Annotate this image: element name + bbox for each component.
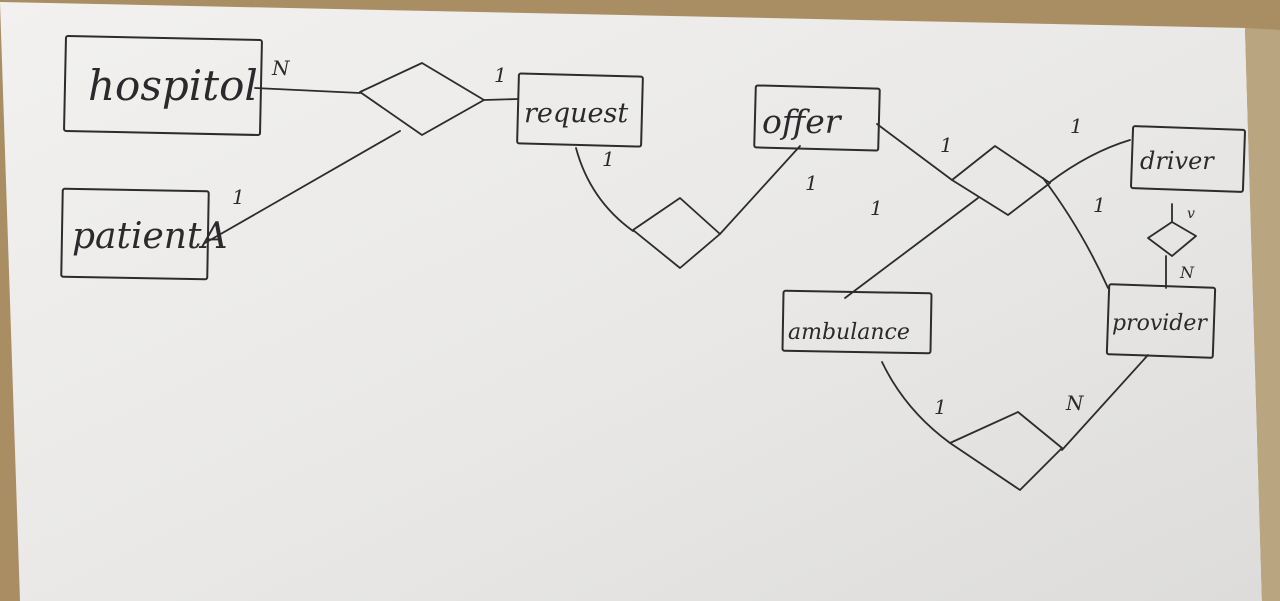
cardinality-provider-top: N	[1179, 263, 1195, 282]
cardinality-request-top: 1	[494, 63, 507, 87]
line-ambulance-diamond5	[881, 361, 951, 444]
entity-request: request	[516, 72, 644, 148]
entity-driver-label: driver	[1140, 147, 1215, 175]
cardinality-ambulance-bottom: 1	[934, 395, 947, 419]
line-offer-diamond3	[876, 123, 953, 181]
line-diamond-patient	[204, 130, 401, 244]
relationship-diamond-ambulance-provider	[949, 411, 1063, 491]
entity-offer-label: offer	[762, 102, 843, 141]
line-diamond2-offer	[719, 145, 801, 235]
cardinality-offer-bottom: 1	[805, 171, 818, 195]
cardinality-driver-bottom: v	[1187, 206, 1195, 222]
relationship-diamond-offer-provider	[951, 145, 1051, 216]
entity-provider-label: provider	[1112, 311, 1208, 336]
entity-driver: driver	[1130, 125, 1246, 193]
line-request-diamond2	[575, 147, 634, 232]
line-diamond-request	[483, 98, 519, 101]
line-diamond3-driver	[1049, 139, 1131, 183]
entity-ambulance-label: ambulance	[788, 320, 910, 345]
cardinality-provider-bottom: N	[1065, 391, 1085, 415]
table-edge	[1245, 28, 1280, 601]
cardinality-hospital: N	[271, 56, 291, 80]
entity-ambulance: ambulance	[781, 289, 933, 355]
entity-patient: patientA	[60, 187, 227, 281]
entity-provider: provider	[1105, 283, 1217, 359]
cardinality-offer-right: 1	[940, 133, 953, 157]
relationship-diamond-driver-provider	[1147, 221, 1197, 257]
entity-hospital-label: hospitol	[88, 61, 258, 110]
line-hospital-diamond	[254, 87, 361, 94]
entity-request-label: request	[524, 98, 628, 129]
cardinality-patient: 1	[232, 185, 245, 209]
entity-hospital: hospitol	[63, 34, 263, 137]
line-diamond3-ambulance	[844, 197, 979, 299]
cardinality-ambulance-top: 1	[870, 196, 883, 220]
entity-offer: offer	[753, 84, 881, 152]
line-diamond5-provider	[1061, 354, 1149, 451]
cardinality-request-bottom: 1	[602, 147, 615, 171]
entity-patient-label: patientA	[72, 216, 227, 257]
cardinality-driver-left: 1	[1070, 114, 1083, 138]
cardinality-provider-left: 1	[1093, 193, 1106, 217]
line-diamond3-provider	[1042, 177, 1109, 289]
